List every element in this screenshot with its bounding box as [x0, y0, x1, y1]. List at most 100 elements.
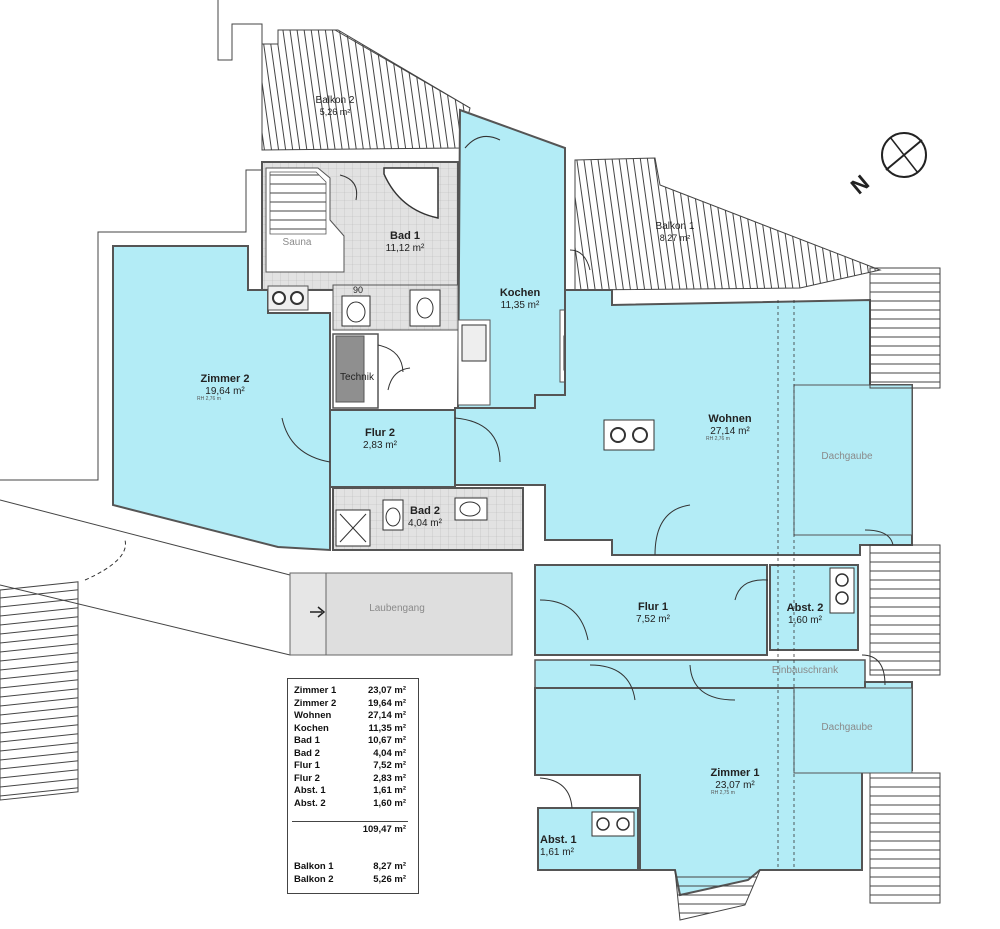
row-value: 10,67 m²	[367, 735, 406, 746]
dachgaube-bottom-shape	[793, 687, 913, 774]
dachgaube-top-label: Dachgaube	[821, 451, 873, 462]
table-row: Balkon 1 8,27 m²	[294, 861, 406, 873]
balkon-2-area: 5,26 m²	[319, 106, 351, 117]
dachgaube-bottom-label: Dachgaube	[821, 722, 873, 733]
table-total-row: 109,47 m²	[294, 824, 406, 836]
zimmer-2-rh: RH 2,76 m	[197, 396, 221, 403]
technik-label: Technik	[340, 372, 374, 383]
zimmer-1-area: 23,07 m²	[715, 779, 755, 791]
flur-1-label: Flur 1 7,52 m²	[618, 601, 688, 625]
stairs	[0, 581, 79, 801]
sauna-label: Sauna	[282, 237, 312, 248]
table-row: Abst. 2 1,60 m²	[294, 798, 406, 810]
row-name: Zimmer 1	[294, 685, 337, 696]
balkon-2-shape	[261, 29, 471, 151]
balkon-2-label: Balkon 2 5,26 m²	[300, 95, 370, 117]
outer-contour-left	[0, 169, 262, 481]
bay-window	[674, 869, 761, 921]
flur-2-label: Flur 2 2,83 m²	[345, 427, 415, 451]
row-name: Balkon 2	[294, 874, 334, 885]
bad-1-label: Bad 1 11,12 m²	[370, 230, 440, 254]
zimmer-2-label: Zimmer 2 19,64 m² RH 2,76 m	[185, 373, 265, 403]
flur-2-area: 2,83 m²	[363, 439, 397, 451]
flur-1-shape	[534, 564, 768, 656]
table-row: Kochen 11,35 m²	[294, 723, 406, 735]
abst-1-name: Abst. 1	[540, 834, 577, 846]
balkon-1-shape	[574, 157, 882, 291]
table-row: Flur 2 2,83 m²	[294, 773, 406, 785]
row-value: 11,35 m²	[368, 722, 407, 734]
bad-2-area: 4,04 m²	[408, 517, 442, 529]
row-name: Wohnen	[294, 710, 332, 721]
window-strip-3	[869, 772, 941, 904]
row-value: 8,27 m²	[373, 861, 406, 872]
table-row: Bad 2 4,04 m²	[294, 748, 406, 760]
kochen-name: Kochen	[499, 287, 541, 299]
area-summary-table: Zimmer 1 23,07 m² Zimmer 2 19,64 m² Wohnen…	[287, 678, 419, 894]
laubengang-shape	[289, 572, 513, 656]
row-name: Balkon 1	[294, 861, 334, 872]
zimmer-1-rh: RH 2,75 m	[711, 790, 735, 797]
sauna-bench	[269, 171, 327, 235]
row-name: Flur 2	[294, 772, 320, 784]
abst-2-name: Abst. 2	[786, 602, 824, 614]
wohnen-rh: RH 2,76 m	[706, 436, 730, 443]
zimmer-1-name: Zimmer 1	[710, 767, 760, 779]
row-name: Flur 1	[294, 760, 320, 771]
abst-2-area: 1,60 m²	[788, 614, 822, 626]
technik-unit	[335, 335, 365, 403]
table-row: Balkon 2 5,26 m²	[294, 874, 406, 886]
row-value: 4,04 m²	[373, 747, 406, 759]
balkon-2-name: Balkon 2	[315, 95, 355, 106]
kochen-area: 11,35 m²	[500, 299, 540, 311]
window-strip-1	[869, 267, 941, 389]
balkon-1-name: Balkon 1	[655, 221, 695, 232]
bad-1-name: Bad 1	[390, 230, 420, 242]
laubengang-entry	[289, 572, 327, 656]
flur-2-name: Flur 2	[365, 427, 395, 439]
row-value: 2,83 m²	[373, 772, 406, 784]
balkon-1-label: Balkon 1 8,27 m²	[640, 221, 710, 243]
row-value: 1,61 m²	[373, 785, 406, 796]
row-value: 5,26 m²	[373, 874, 406, 885]
bad-1-area: 11,12 m²	[385, 242, 425, 254]
row-name: Bad 2	[294, 747, 320, 759]
kochen-label: Kochen 11,35 m²	[485, 287, 555, 311]
row-value: 1,60 m²	[373, 797, 406, 809]
north-arrow	[881, 132, 927, 178]
door-swings	[84, 135, 894, 809]
row-value: 23,07 m²	[367, 685, 406, 696]
abst-1-label: Abst. 1 1,61 m²	[540, 834, 590, 858]
zimmer-2-name: Zimmer 2	[200, 373, 250, 385]
row-name: Abst. 2	[294, 797, 326, 809]
abst-1-area: 1,61 m²	[540, 846, 574, 858]
row-value: 27,14 m²	[367, 710, 406, 721]
wc-dimension: 90	[352, 285, 363, 295]
laubengang-label: Laubengang	[369, 603, 425, 614]
einbauschrank-label: Einbauschrank	[771, 665, 839, 676]
zimmer-2-shape	[112, 245, 331, 552]
table-row: Wohnen 27,14 m²	[294, 710, 406, 722]
balkon-1-area: 8,27 m²	[659, 232, 691, 243]
bad-2-label: Bad 2 4,04 m²	[400, 505, 450, 529]
dashed-guides	[777, 300, 795, 870]
flur-1-area: 7,52 m²	[636, 613, 670, 625]
zimmer-2-area: 19,64 m²	[205, 385, 245, 397]
table-divider	[292, 821, 408, 822]
row-name: Kochen	[294, 722, 329, 734]
bad-2-name: Bad 2	[410, 505, 440, 517]
window-strip-2	[869, 544, 941, 676]
oven	[461, 324, 487, 362]
table-row: Zimmer 2 19,64 m²	[294, 698, 406, 710]
wohnen-area: 27,14 m²	[710, 425, 750, 437]
row-value: 19,64 m²	[367, 697, 406, 709]
abst-2-label: Abst. 2 1,60 m²	[775, 602, 835, 626]
shower-bad1	[383, 167, 439, 219]
flur-2-shape	[329, 409, 456, 488]
dachgaube-top-shape	[793, 384, 913, 536]
row-name: Zimmer 2	[294, 697, 337, 709]
